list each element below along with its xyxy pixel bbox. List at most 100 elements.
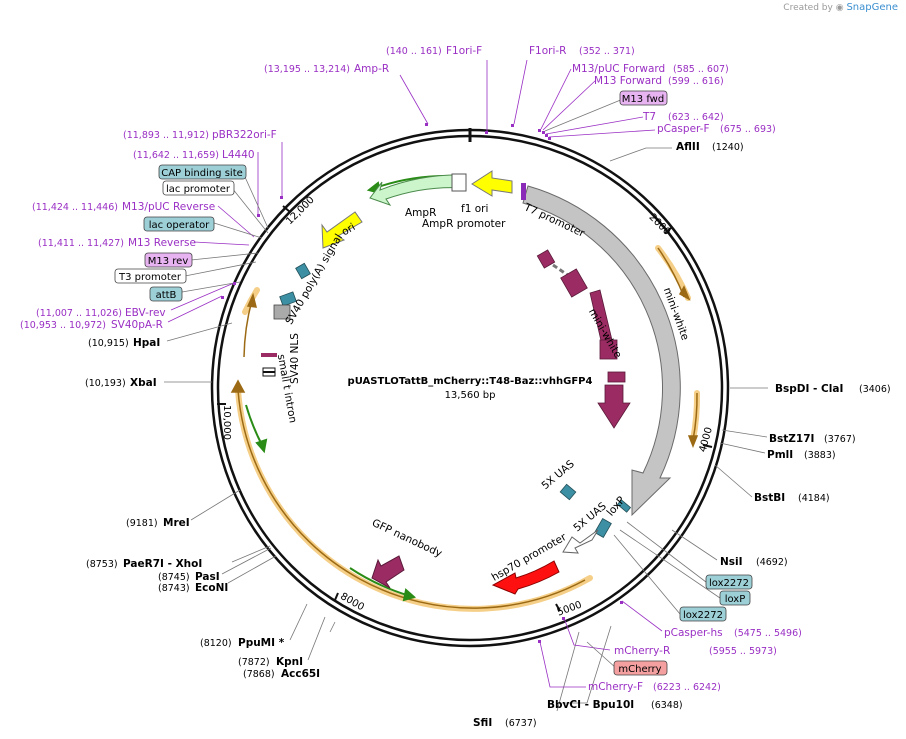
hsp70-arrow: [562, 529, 599, 554]
plasmid-size: 13,560 bp: [445, 390, 496, 401]
site-xbai-name: XbaI: [130, 377, 157, 389]
site-kpni-name: KpnI: [276, 656, 303, 668]
gfp-nanobody-arrow: [371, 555, 405, 589]
box-loxp: [719, 590, 751, 606]
box-m13-fwd-label: M13 fwd: [622, 94, 664, 105]
primer-m13-rev-name: M13 Reverse: [128, 237, 196, 249]
primer-m13-puc-fwd-pos: (585 .. 607): [673, 64, 729, 75]
site-hpai-name: HpaI: [133, 337, 160, 349]
site-econi-pos: (8743): [158, 583, 190, 594]
primer-mcherry-f-pos: (6223 .. 6242): [653, 682, 721, 693]
site-bbvci-bpu10i-pos: (6348): [651, 700, 683, 711]
primer-m13-puc-rev-pos: (11,424 .. 11,446): [32, 202, 118, 213]
primer-marks: [221, 123, 623, 643]
box-lac-promoter-label: lac promoter: [166, 184, 231, 195]
site-pmli-name: PmlI: [767, 449, 793, 461]
box-t3-promoter-label: T3 promoter: [118, 272, 182, 283]
primer-pcasper-f-pos: (675 .. 693): [720, 124, 776, 135]
box-cap-binding-site: [158, 164, 247, 180]
box-lox2272-1-label: lox2272: [709, 578, 749, 589]
box-attb-label: attB: [156, 290, 177, 301]
site-ppumi-name: PpuMI *: [238, 637, 285, 649]
site-econi-name: EcoNI: [195, 582, 228, 594]
primer-amp-r-name: Amp-R: [354, 63, 389, 75]
sv40-nls-box: [261, 353, 277, 357]
feature-sv40-polya: SV40 poly(A) signal: [283, 232, 345, 327]
teal-features: [279, 262, 632, 538]
site-aflii-pos: (1240): [712, 142, 744, 153]
site-xbai-pos: (10,193): [85, 378, 126, 389]
site-paer7i-xhoi-name: PaeR7I - XhoI: [123, 558, 202, 570]
site-bstz17i-name: BstZ17I: [769, 433, 814, 445]
site-sfii-pos: (6737): [505, 718, 537, 729]
box-lac-promoter: [162, 180, 235, 196]
primer-pcasper-f-name: pCasper-F: [657, 123, 710, 135]
box-m13-rev: [144, 252, 193, 268]
feature-ori: ori: [340, 221, 358, 238]
site-paer7i-xhoi-pos: (8753): [86, 559, 118, 570]
primer-mcherry-f-name: mCherry-F: [588, 681, 643, 693]
box-m13-fwd: [619, 90, 668, 106]
feature-ampr-promoter: AmpR promoter: [422, 218, 506, 230]
box-loxp-label: loxP: [725, 594, 746, 605]
primer-m13-puc-fwd-name: M13/pUC Forward: [572, 63, 665, 75]
primer-pbr322ori-f-pos: (11,893 .. 11,912): [123, 130, 209, 141]
site-nsii-pos: (4692): [756, 557, 788, 568]
feature-ampr: AmpR: [405, 207, 436, 219]
site-bspdi-clai-pos: (3406): [859, 384, 891, 395]
primer-mcherry-r-pos: (5955 .. 5973): [709, 646, 777, 657]
primer-f1ori-f-name: F1ori-F: [446, 45, 482, 57]
primer-amp-r-pos: (13,195 .. 13,214): [264, 64, 350, 75]
box-cap-binding-site-label: CAP binding site: [161, 168, 243, 179]
box-lac-operator: [143, 216, 215, 232]
watermark: Created by ◉ SnapGene: [783, 2, 898, 13]
watermark-prefix: Created by: [783, 3, 833, 13]
primer-t7-pos: (623 .. 642): [668, 112, 724, 123]
primer-ebv-rev-name: EBV-rev: [125, 307, 166, 319]
mini-white-exons: [536, 249, 631, 429]
snapgene-logo-icon: ◉: [835, 3, 844, 13]
primer-l4440-pos: (11,642 .. 11,659): [133, 150, 219, 161]
feature-5x-uas-1: 5X UAS: [539, 458, 577, 492]
site-nsii-name: NsiI: [720, 556, 743, 568]
box-t3-promoter: [114, 268, 187, 284]
tick-label-10000: 10,000: [221, 405, 232, 440]
site-pasi-pos: (8745): [158, 572, 190, 583]
box-m13-rev-label: M13 rev: [148, 256, 189, 267]
site-bspdi-clai-name: BspDI - ClaI: [775, 383, 843, 395]
primer-t7-name: T7: [642, 111, 656, 123]
site-sfii-name: SfiI: [473, 717, 492, 729]
primer-pcasper-hs-pos: (5475 .. 5496): [734, 628, 802, 639]
primer-m13-fwd-pos: (599 .. 616): [668, 76, 724, 87]
mcherry-arrow: [491, 560, 560, 595]
primer-sv40pa-r-name: SV40pA-R: [111, 319, 163, 331]
site-bbvci-bpu10i-name: BbvCI - Bpu10I: [547, 699, 634, 711]
primer-m13-puc-rev-name: M13/pUC Reverse: [122, 201, 215, 213]
primer-sv40pa-r-pos: (10,953 .. 10,972): [20, 320, 106, 331]
primer-mcherry-r-name: mCherry-R: [614, 645, 670, 657]
primer-f1ori-r-pos: (352 .. 371): [579, 46, 635, 57]
site-bstbi-name: BstBI: [754, 492, 785, 504]
ampr-promoter-box: [451, 173, 467, 192]
primer-f1ori-r-name: F1ori-R: [529, 45, 566, 57]
site-ppumi-pos: (8120): [200, 638, 232, 649]
primer-m13-rev-pos: (11,411 .. 11,427): [38, 238, 124, 249]
t7-grey-arrow: [522, 185, 681, 517]
ori-arrow: [321, 211, 363, 249]
site-aflii-name: AflII: [676, 141, 700, 153]
primer-l4440-name: L4440: [222, 149, 255, 161]
ampr-arrow: [369, 174, 466, 206]
site-acc65i-pos: (7868): [243, 669, 275, 680]
feature-f1-ori: f1 ori: [461, 203, 488, 215]
site-hpai-pos: (10,915): [88, 338, 129, 349]
box-attb: [149, 286, 183, 302]
t7-marker: [521, 183, 526, 200]
watermark-brand: SnapGene: [846, 2, 898, 13]
site-mrei-pos: (9181): [126, 518, 158, 529]
primer-f1ori-f-pos: (140 .. 161): [386, 46, 442, 57]
box-mcherry-label: mCherry: [618, 664, 661, 675]
site-acc65i-name: Acc65I: [281, 668, 320, 680]
primer-leader-lines: [167, 59, 663, 688]
box-lox2272-2-label: lox2272: [683, 610, 723, 621]
